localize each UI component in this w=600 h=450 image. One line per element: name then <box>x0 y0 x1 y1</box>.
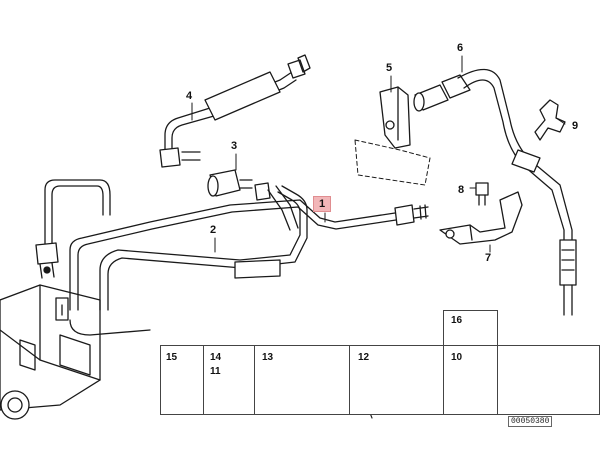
label-part-15[interactable]: 15 <box>166 352 178 363</box>
brake-line-2-drawing <box>55 185 308 336</box>
leader-lines <box>191 55 566 253</box>
label-part-9[interactable]: 9 <box>572 120 579 132</box>
reference-code: 00050380 <box>508 416 553 427</box>
abs-left-fitting <box>35 242 59 279</box>
label-part-16[interactable]: 16 <box>451 315 463 326</box>
label-part-2[interactable]: 2 <box>210 224 217 236</box>
strip-cell-car <box>497 345 600 415</box>
part-3-drawing <box>207 169 299 231</box>
strip-cell-12 <box>349 345 444 415</box>
label-part-1[interactable]: 1 <box>313 196 332 212</box>
strip-cell-14-11 <box>203 345 255 415</box>
label-part-10[interactable]: 10 <box>451 352 463 363</box>
dashed-leader <box>354 139 431 186</box>
strip-cell-13 <box>254 345 350 415</box>
label-part-7[interactable]: 7 <box>485 252 492 264</box>
label-part-12[interactable]: 12 <box>358 352 370 363</box>
strip-cell-16 <box>443 310 498 346</box>
abs-unit-drawing <box>0 284 101 420</box>
part-4-drawing <box>159 54 311 168</box>
label-part-11[interactable]: 11 <box>210 366 221 377</box>
part-9-drawing <box>534 99 566 141</box>
part-7-drawing <box>439 191 523 245</box>
part-6-drawing <box>413 68 577 316</box>
label-part-14[interactable]: 14 <box>210 352 222 363</box>
label-part-6[interactable]: 6 <box>457 42 464 54</box>
label-part-13[interactable]: 13 <box>262 352 274 363</box>
part-5-drawing <box>379 86 411 149</box>
label-part-3[interactable]: 3 <box>231 140 238 152</box>
part-8-drawing <box>475 182 489 206</box>
brake-line-1-drawing <box>44 179 429 311</box>
label-part-5[interactable]: 5 <box>386 62 393 74</box>
label-part-4[interactable]: 4 <box>186 90 193 102</box>
strip-cell-15 <box>160 345 204 415</box>
label-part-8[interactable]: 8 <box>458 184 465 196</box>
